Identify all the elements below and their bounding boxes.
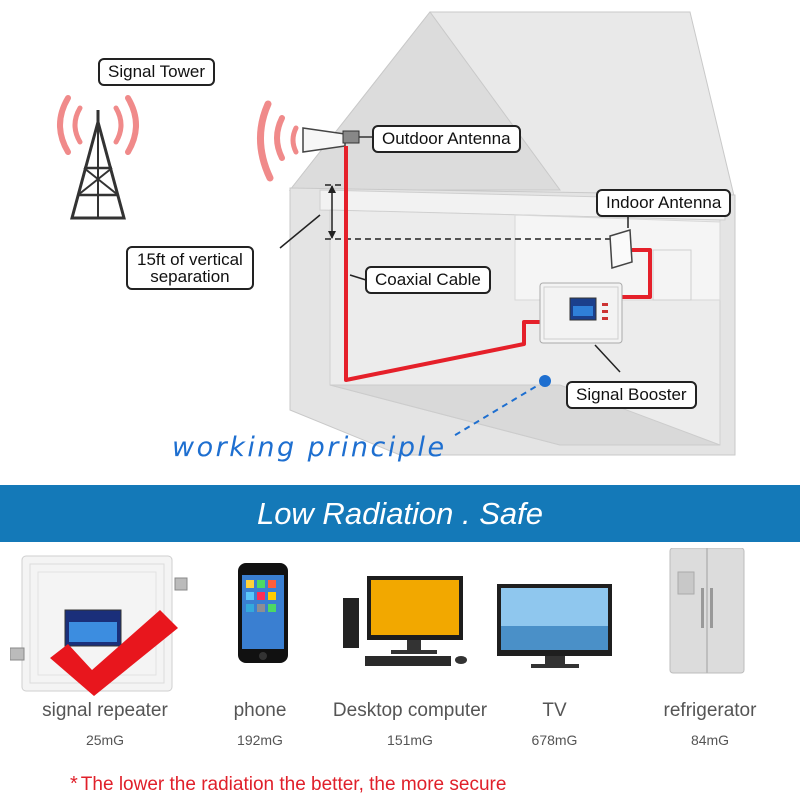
footnote: *The lower the radiation the better, the… — [70, 773, 506, 796]
device-value: 192mG — [237, 732, 283, 748]
device-phone: phone 192mG — [190, 548, 330, 753]
device-value: 678mG — [531, 732, 578, 748]
device-tv: TV 678mG — [487, 548, 622, 753]
signal-tower-label: Signal Tower — [98, 58, 216, 86]
device-value: 151mG — [387, 732, 433, 748]
tower-signal-waves-icon — [57, 95, 139, 155]
working-principle-caption: working principle — [172, 432, 447, 463]
antenna-signal-waves-icon — [256, 100, 299, 182]
phone-icon — [238, 563, 288, 663]
device-name: phone — [233, 700, 287, 721]
working-principle-diagram: Signal Tower Outdoor Antenna Indoor Ante… — [57, 11, 736, 463]
desktop-computer-icon — [343, 576, 467, 666]
device-name: Desktop computer — [332, 700, 488, 721]
coaxial-cable — [344, 146, 652, 382]
device-name: refrigerator — [663, 700, 757, 721]
outdoor-antenna-label: Outdoor Antenna — [372, 125, 521, 153]
device-value: 25mG — [85, 732, 125, 748]
vertical-separation-label: 15ft of vertical separation — [126, 246, 254, 290]
signal-booster-icon — [539, 282, 623, 344]
device-name: TV — [542, 700, 567, 721]
device-value: 84mG — [690, 732, 730, 748]
vertical-separation-line1: 15ft of vertical — [137, 250, 243, 269]
indoor-antenna-icon — [609, 229, 633, 269]
signal-tower-icon — [70, 110, 126, 220]
tv-icon — [497, 584, 612, 668]
device-name: signal repeater — [42, 700, 168, 721]
footnote-text: The lower the radiation the better, the … — [80, 774, 507, 795]
vertical-separation-marker — [279, 184, 610, 249]
banner: Low Radiation . Safe — [0, 485, 800, 542]
wall-panel — [652, 249, 692, 301]
refrigerator-icon — [669, 548, 745, 674]
signal-repeater-icon — [10, 555, 199, 696]
device-refrigerator: refrigerator 84mG — [630, 548, 790, 753]
device-signal-repeater: signal repeater 25mG — [10, 548, 200, 753]
indoor-antenna-label: Indoor Antenna — [596, 189, 732, 217]
asterisk-icon: * — [70, 773, 78, 795]
vertical-separation-line2: separation — [150, 267, 230, 286]
banner-title: Low Radiation . Safe — [256, 496, 544, 531]
coaxial-cable-label: Coaxial Cable — [365, 266, 491, 294]
signal-booster-label: Signal Booster — [566, 381, 697, 409]
house-floor — [329, 384, 721, 446]
device-desktop-computer: Desktop computer 151mG — [325, 548, 495, 753]
